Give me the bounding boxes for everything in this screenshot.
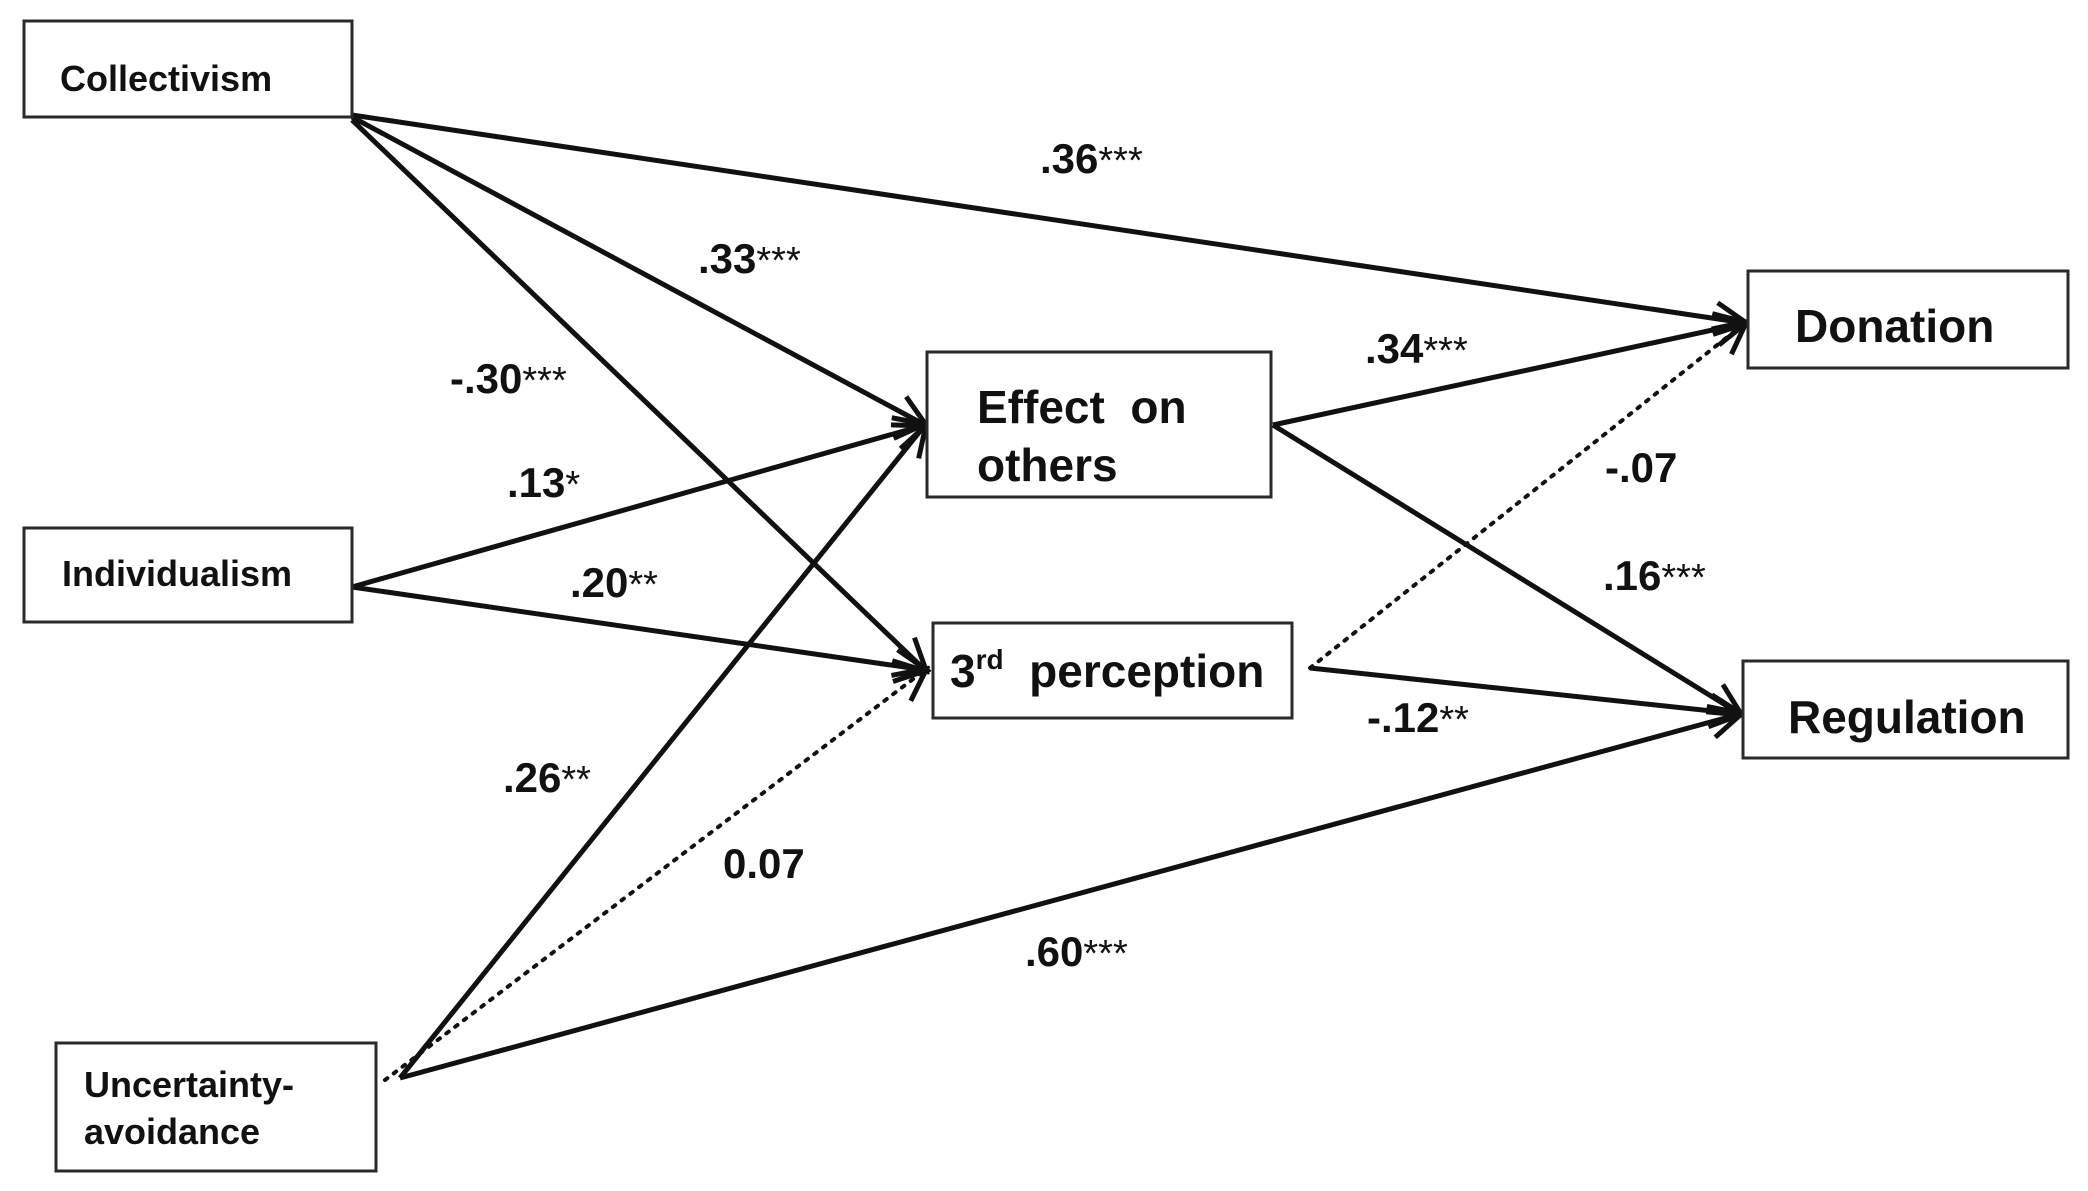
edge-collectivism-effect: [350, 114, 925, 425]
edge-uncertainty-effect: [398, 425, 925, 1080]
node-third-perception: 3rd perception: [931, 621, 1294, 720]
node-uncertainty-label-line1: Uncertainty-: [84, 1064, 294, 1105]
node-third-label-sup: rd: [976, 644, 1004, 675]
coef-uncertainty-regulation: .60***: [1025, 928, 1128, 975]
coef-uncertainty-effect: .26**: [503, 754, 591, 801]
node-individualism: Individualism: [22, 526, 354, 624]
coef-collectivism-third: -.30***: [450, 355, 567, 402]
coef-effect-donation: .34***: [1365, 325, 1468, 372]
coef-collectivism-donation: .36***: [1040, 135, 1143, 182]
node-regulation: Regulation: [1741, 659, 2070, 760]
node-third-label: 3rd perception: [950, 644, 1264, 697]
edge-collectivism-donation: [351, 112, 1745, 323]
edge-individualism-third: [351, 584, 925, 670]
node-donation: Donation: [1746, 269, 2070, 370]
edge-uncertainty-regulation: [399, 714, 1740, 1081]
node-effect-label-line2: others: [977, 439, 1118, 491]
node-individualism-label: Individualism: [62, 553, 292, 594]
node-regulation-label: Regulation: [1788, 691, 2026, 743]
edge-individualism-effect: [351, 425, 925, 590]
node-uncertainty-avoidance: Uncertainty- avoidance: [54, 1041, 378, 1173]
node-donation-label: Donation: [1795, 300, 1994, 352]
edge-third-regulation: [1309, 665, 1740, 714]
coef-third-donation: -.07: [1605, 444, 1677, 491]
coef-collectivism-effect: .33***: [698, 235, 801, 282]
node-uncertainty-label-line2: avoidance: [84, 1111, 260, 1152]
edge-uncertainty-third: [383, 670, 925, 1082]
coef-individualism-effect: .13*: [507, 459, 580, 506]
coef-uncertainty-third: 0.07: [723, 840, 805, 887]
node-collectivism-label: Collectivism: [60, 58, 272, 99]
node-effect-label-line1: Effect on: [977, 381, 1187, 433]
coef-effect-regulation: .16***: [1603, 552, 1706, 599]
edge-effect-regulation: [1271, 422, 1740, 714]
edge-collectivism-third: [350, 118, 925, 670]
node-third-label-rest: perception: [1004, 645, 1265, 697]
coef-individualism-third: .20**: [570, 559, 658, 606]
node-third-label-base: 3: [950, 645, 976, 697]
edge-third-donation: [1308, 323, 1745, 670]
coef-third-regulation: -.12**: [1367, 694, 1469, 741]
node-effect-on-others: Effect on others: [925, 350, 1273, 499]
edge-effect-donation: [1272, 323, 1745, 428]
node-collectivism: Collectivism: [22, 19, 354, 119]
